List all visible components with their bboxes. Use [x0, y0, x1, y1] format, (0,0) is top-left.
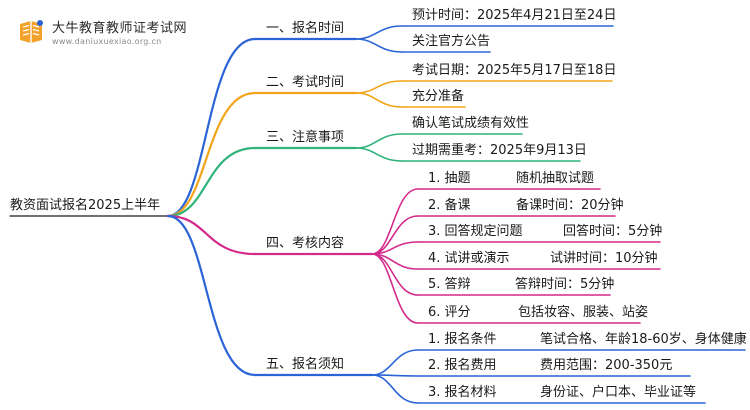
child-detail: 费用范围：200-350元 [540, 358, 673, 373]
child-detail: 笔试合格、年龄18-60岁、身体健康 [540, 332, 747, 347]
child-detail: 身份证、户口本、毕业证等 [540, 385, 697, 400]
child-connector [371, 374, 419, 404]
child-label: 1. 抽题 [428, 171, 471, 186]
child-connector [355, 38, 403, 53]
child-label: 5. 答辩 [428, 277, 471, 292]
branch-label: 四、考核内容 [266, 236, 345, 251]
root-node-label: 教资面试报名2025上半年 [10, 198, 161, 213]
child-connector [355, 80, 403, 94]
child-detail: 答辩时间：5分钟 [515, 277, 615, 292]
child-connector [371, 349, 419, 376]
child-label: 考试日期：2025年5月17日至18日 [412, 63, 617, 78]
child-label: 关注官方公告 [412, 34, 491, 49]
child-label: 过期需重考：2025年9月13日 [412, 143, 587, 158]
branch-connector [166, 146, 257, 218]
child-label: 6. 评分 [428, 305, 471, 320]
brand-name: 大牛教育教师证考试网 [52, 21, 188, 36]
child-connector [371, 215, 419, 255]
branch-label: 一、报名时间 [266, 21, 345, 36]
child-label: 4. 试讲或演示 [428, 251, 510, 266]
branch-connector [166, 214, 257, 377]
branch-connector [166, 214, 257, 256]
child-connector [371, 253, 419, 324]
child-label: 充分准备 [412, 89, 465, 104]
child-label: 3. 报名材料 [428, 385, 497, 400]
child-label: 1. 报名条件 [428, 332, 497, 347]
child-connector [355, 147, 403, 162]
brand-url: www.daniuxuexiao.org.cn [52, 37, 162, 46]
child-connector [371, 188, 419, 255]
child-connector [355, 92, 403, 108]
branch-connector [166, 37, 257, 218]
child-connector [355, 133, 403, 149]
book-logo-icon [20, 20, 43, 43]
child-label: 2. 备课 [428, 198, 471, 213]
child-label: 确认笔试成绩有效性 [412, 116, 530, 131]
child-detail: 备课时间：20分钟 [516, 198, 624, 213]
child-label: 预计时间：2025年4月21日至24日 [412, 8, 617, 23]
child-connector [371, 253, 419, 296]
brand-logo: 大牛教育教师证考试网 www.daniuxuexiao.org.cn [16, 14, 188, 50]
child-connector [355, 25, 403, 40]
child-detail: 随机抽取试题 [516, 171, 595, 186]
branch-label: 二、考试时间 [266, 75, 345, 90]
branch-label: 五、报名须知 [266, 357, 345, 372]
child-label: 3. 回答规定问题 [428, 224, 523, 239]
child-detail: 包括妆容、服装、站姿 [518, 305, 649, 320]
child-detail: 回答时间：5分钟 [563, 224, 663, 239]
branch-label: 三、注意事项 [266, 130, 345, 145]
child-label: 2. 报名费用 [428, 358, 497, 373]
child-detail: 试讲时间：10分钟 [550, 251, 658, 266]
branch-connector [166, 91, 257, 218]
